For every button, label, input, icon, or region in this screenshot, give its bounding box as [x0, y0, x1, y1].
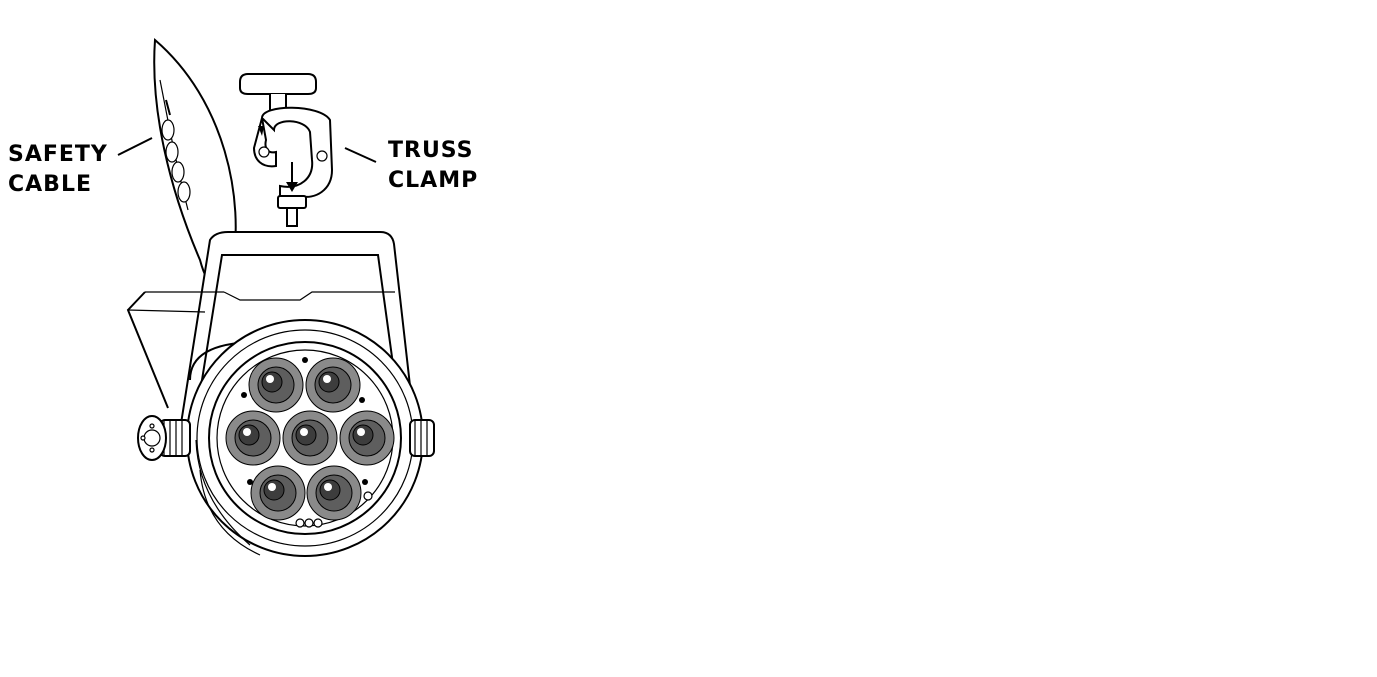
truss-clamp-label-line-2: CLAMP: [388, 168, 479, 193]
safety-cable-label-line-1: SAFETY: [8, 142, 108, 167]
truss-clamp-icon: [239, 73, 334, 227]
truss-clamp-label: TRUSS CLAMP: [388, 136, 478, 196]
safety-cable-label: SAFETY CABLE: [8, 140, 108, 200]
fixture-with-clamp-panel: [117, 37, 435, 557]
truss-clamp-label-line-1: TRUSS: [388, 138, 474, 163]
truss-clamp-leader: [344, 147, 377, 163]
safety-cable-icon: [153, 37, 237, 289]
safety-cable-label-line-2: CABLE: [8, 172, 92, 197]
safety-cable-leader: [117, 137, 153, 156]
par-fixture-large: [126, 231, 435, 557]
